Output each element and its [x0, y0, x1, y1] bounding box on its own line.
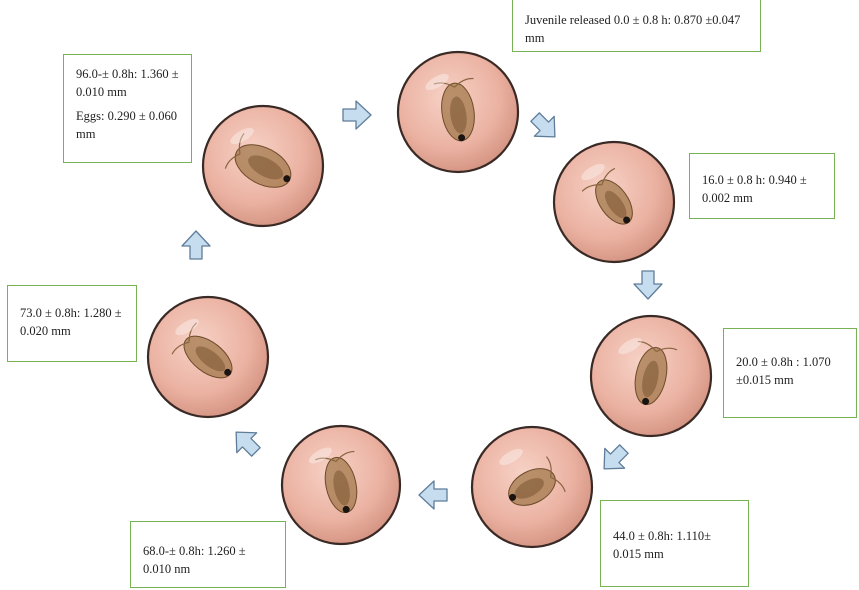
stage-text: 73.0 ± 0.8h: 1.280 ± 0.020 mm: [20, 304, 126, 340]
stage-text: 44.0 ± 0.8h: 1.110± 0.015 mm: [613, 527, 738, 563]
petri-dish: [470, 425, 594, 549]
arrow-down-icon: [631, 268, 665, 302]
petri-dish: [146, 295, 270, 419]
stage-label-left-upper: 96.0-± 0.8h: 1.360 ± 0.010 mm Eggs: 0.29…: [63, 54, 192, 163]
stage-photo-left-middle: [146, 295, 270, 419]
petri-dish: [396, 50, 520, 174]
stage-text: Juvenile released 0.0 ± 0.8 h: 0.870 ±0.…: [525, 11, 750, 47]
petri-dish: [552, 140, 676, 264]
stage-label-right-middle: 20.0 ± 0.8h : 1.070 ±0.015 mm: [723, 328, 857, 418]
stage-text: 20.0 ± 0.8h : 1.070 ±0.015 mm: [736, 353, 846, 389]
stage-text: 16.0 ± 0.8 h: 0.940 ± 0.002 mm: [702, 171, 824, 207]
eggs-text: Eggs: 0.290 ± 0.060 mm: [76, 107, 181, 143]
stage-photo-top: [396, 50, 520, 174]
stage-text: 96.0-± 0.8h: 1.360 ± 0.010 mm: [76, 65, 181, 101]
arrow-up-left-icon: [229, 425, 263, 459]
stage-label-right-lower: 44.0 ± 0.8h: 1.110± 0.015 mm: [600, 500, 749, 587]
stage-label-top: Juvenile released 0.0 ± 0.8 h: 0.870 ±0.…: [512, 0, 761, 52]
arrow-right-icon: [340, 98, 374, 132]
stage-label-bottom: 68.0-± 0.8h: 1.260 ± 0.010 nm: [130, 521, 286, 588]
arrow-down-left-icon: [597, 442, 631, 476]
stage-label-left-middle: 73.0 ± 0.8h: 1.280 ± 0.020 mm: [7, 285, 137, 362]
stage-label-right-upper: 16.0 ± 0.8 h: 0.940 ± 0.002 mm: [689, 153, 835, 219]
arrow-up-icon: [179, 228, 213, 262]
stage-photo-left-upper: [201, 104, 325, 228]
stage-text: 68.0-± 0.8h: 1.260 ± 0.010 nm: [143, 542, 275, 578]
stage-photo-right-lower: [470, 425, 594, 549]
stage-photo-right-middle: [589, 314, 713, 438]
stage-photo-bottom: [280, 424, 402, 546]
arrow-down-right-icon: [528, 110, 562, 144]
petri-dish: [201, 104, 325, 228]
petri-dish: [589, 314, 713, 438]
petri-dish: [280, 424, 402, 546]
stage-photo-right-upper: [552, 140, 676, 264]
arrow-left-icon: [416, 478, 450, 512]
